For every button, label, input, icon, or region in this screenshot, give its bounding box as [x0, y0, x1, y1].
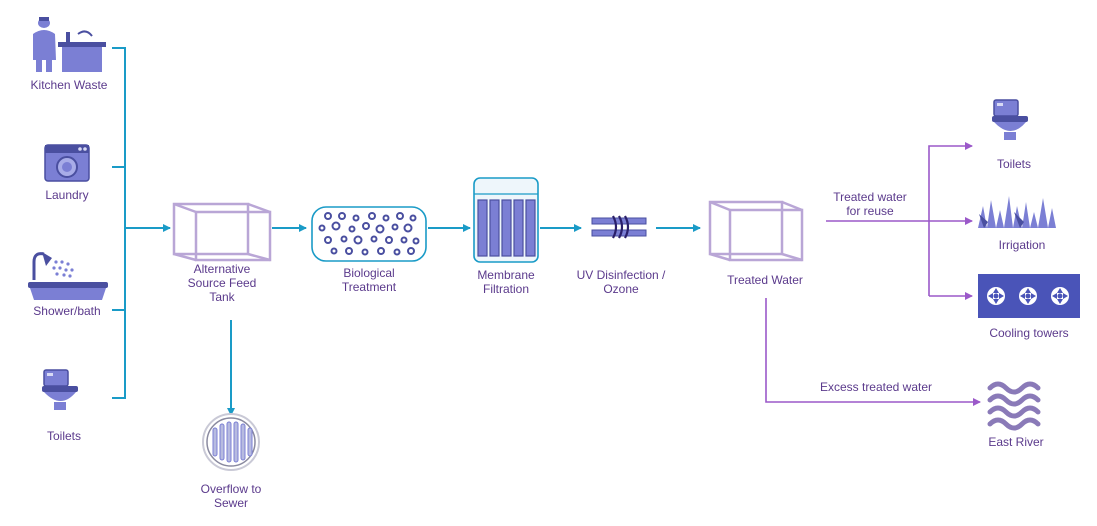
toilets-output-label: Toilets: [996, 157, 1031, 171]
uv-disinfection-label-line-1: UV Disinfection /: [576, 268, 666, 282]
overflow-sewer-label-line-1: Overflow to: [200, 482, 262, 496]
toilet-icon: [992, 99, 1028, 140]
fan-icon: [978, 274, 1080, 318]
uv-icon: [591, 215, 647, 239]
excess-water-label: Excess treated water: [819, 380, 933, 394]
overflow-sewer-label-line-2: Sewer: [213, 496, 248, 510]
feed-tank-icon: [172, 202, 272, 262]
laundry-label: Laundry: [45, 188, 89, 202]
membrane-icon: [473, 177, 539, 263]
feed-tank-label: Alternative Source Feed Tank: [176, 262, 268, 304]
reuse-label: Treated water for reuse: [818, 190, 922, 218]
feed-tank-label-line-2: Source Feed: [187, 276, 257, 290]
biological-treatment-label: Biological Treatment: [324, 266, 414, 294]
biological-treatment-label-line-2: Treatment: [341, 280, 397, 294]
washing-machine-icon: [44, 144, 90, 182]
reuse-label-line-1: Treated water: [833, 190, 907, 204]
treated-water-label: Treated Water: [727, 273, 803, 287]
grass-icon: [978, 196, 1056, 228]
bacteria-icon: [311, 206, 427, 262]
source-collector-lines: [112, 47, 171, 399]
process-flow-arrows: [227, 224, 701, 416]
irrigation-label: Irrigation: [998, 238, 1046, 252]
toilet-icon: [42, 369, 78, 410]
drain-icon: [202, 413, 260, 471]
feed-tank-label-line-3: Tank: [209, 290, 235, 304]
membrane-filtration-label-line-1: Membrane: [477, 268, 535, 282]
uv-disinfection-label-line-2: Ozone: [603, 282, 639, 296]
feed-tank-label-line-1: Alternative: [193, 262, 251, 276]
membrane-filtration-label: Membrane Filtration: [464, 268, 548, 296]
shower-icon: [28, 252, 108, 300]
reuse-label-line-2: for reuse: [846, 204, 894, 218]
treated-tank-icon: [708, 200, 804, 262]
chef-icon: [33, 17, 106, 72]
shower-bath-label: Shower/bath: [33, 304, 101, 318]
kitchen-waste-label: Kitchen Waste: [30, 78, 108, 92]
cooling-towers-label: Cooling towers: [989, 326, 1069, 340]
uv-disinfection-label: UV Disinfection / Ozone: [568, 268, 674, 296]
biological-treatment-label-line-1: Biological: [343, 266, 395, 280]
waves-icon: [987, 381, 1041, 431]
membrane-filtration-label-line-2: Filtration: [482, 282, 529, 296]
east-river-label: East River: [988, 435, 1044, 449]
overflow-sewer-label: Overflow to Sewer: [186, 482, 276, 510]
reuse-lines: [765, 142, 981, 406]
toilets-source-label: Toilets: [46, 429, 81, 443]
